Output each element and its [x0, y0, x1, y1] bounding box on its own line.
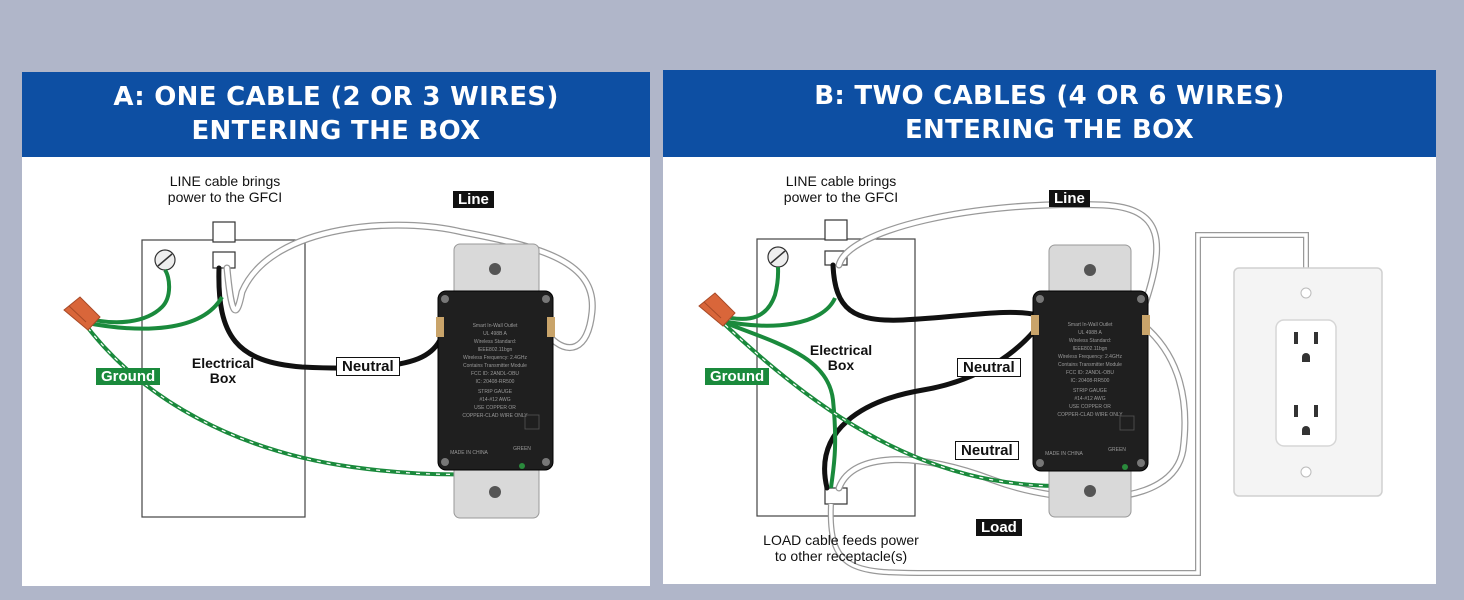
downstream-receptacle — [1233, 267, 1383, 497]
device-label-text: Wireless Standard: — [474, 339, 516, 345]
gfci-body — [437, 290, 554, 471]
panel-one-cable: A: ONE CABLE (2 OR 3 WIRES) ENTERING THE… — [22, 72, 650, 586]
device-label-text: GREEN — [1108, 447, 1126, 453]
cable-entry — [212, 221, 236, 243]
plate-screw-icon — [1300, 287, 1312, 299]
gfci-body — [1032, 290, 1149, 472]
neutral-tag-line: Neutral — [957, 358, 1021, 377]
device-label-text: MADE IN CHINA — [450, 450, 488, 456]
line-wire — [224, 222, 595, 350]
line-cable-entry — [824, 219, 848, 241]
mount-screw-icon — [489, 263, 501, 275]
electrical-box-label: Electrical Box — [183, 356, 263, 386]
line-tag: Line — [1049, 190, 1090, 207]
neutral-wire-line — [830, 262, 1041, 323]
device-label-text: Wireless Frequency: 2.4GHz — [1058, 354, 1122, 360]
panel-a-header: A: ONE CABLE (2 OR 3 WIRES) ENTERING THE… — [22, 72, 650, 157]
ground-terminal-icon — [519, 463, 525, 469]
neutral-tag: Neutral — [336, 357, 400, 376]
box-label-1: Electrical — [191, 355, 255, 371]
neutral-tag-load: Neutral — [955, 441, 1019, 460]
device-label-text: STRIP GAUGE — [478, 389, 513, 395]
panel-b-title-line1: B: TWO CABLES (4 OR 6 WIRES) — [814, 81, 1285, 111]
panel-b-header: B: TWO CABLES (4 OR 6 WIRES) ENTERING TH… — [663, 70, 1436, 157]
line-cable-note: LINE cable brings power to the GFCI — [150, 173, 300, 205]
outlet-bottom-icon — [1294, 405, 1318, 435]
line-cable-note: LINE cable brings power to the GFCI — [766, 173, 916, 205]
device-label-text: Smart In-Wall Outlet — [1068, 322, 1113, 328]
device-label-text: USE COPPER OR — [474, 405, 516, 411]
ground-screw-icon — [154, 249, 176, 271]
gfci-device-a: Smart In-Wall Outlet UL 498B A Wireless … — [436, 243, 555, 519]
device-label-text: IEEE802.11bgn — [478, 347, 513, 353]
device-label-text: COPPER-CLAD WIRE ONLY — [1057, 412, 1123, 418]
device-label-text: UL 498B A — [1078, 330, 1102, 336]
load-cable — [829, 233, 1308, 575]
terminal-screw-icon — [1142, 315, 1150, 335]
device-label-text: Contains Transmitter Module — [1058, 362, 1122, 368]
line-tag: Line — [453, 191, 494, 208]
load-tag: Load — [976, 519, 1022, 536]
load-cable-clamp — [824, 487, 848, 505]
load-cable-note-2: to other receptacle(s) — [774, 548, 908, 564]
receptacle-face — [1275, 319, 1337, 447]
ground-screw-icon — [767, 246, 789, 268]
panel-b-wiring-diagram: Smart In-Wall Outlet UL 498B A Wireless … — [698, 200, 1383, 576]
device-label-text: #14-#12 AWG — [1074, 396, 1105, 402]
device-label-text: IC: 20408-RR500 — [476, 379, 515, 385]
ground-terminal-icon — [1122, 464, 1128, 470]
panel-a-title-line2: ENTERING THE BOX — [191, 116, 481, 146]
cable-clamp — [212, 251, 236, 269]
device-label-text: FCC ID: 2ANDL-OBU — [1066, 370, 1114, 376]
device-label-text: Smart In-Wall Outlet — [473, 323, 518, 329]
device-label-text: Wireless Frequency: 2.4GHz — [463, 355, 527, 361]
device-label-text: IC: 20408-RR500 — [1071, 378, 1110, 384]
panel-a-wiring-diagram: Smart In-Wall Outlet UL 498B A Wireless … — [63, 221, 596, 519]
device-label-text: UL 498B A — [483, 331, 507, 337]
device-label-text: USE COPPER OR — [1069, 404, 1111, 410]
device-label-text: FCC ID: 2ANDL-OBU — [471, 371, 519, 377]
device-label-text: Contains Transmitter Module — [463, 363, 527, 369]
line-cable-note-1: LINE cable brings — [169, 173, 281, 189]
device-label-text: GREEN — [513, 446, 531, 452]
device-label-text: COPPER-CLAD WIRE ONLY — [462, 413, 528, 419]
gfci-device-b: Smart In-Wall Outlet UL 498B A Wireless … — [1031, 244, 1150, 518]
device-label-text: #14-#12 AWG — [479, 397, 510, 403]
wire-nut-icon — [63, 296, 101, 331]
panel-a-title-line1: A: ONE CABLE (2 OR 3 WIRES) — [113, 82, 559, 112]
line-cable-note-2: power to the GFCI — [783, 189, 899, 205]
ground-tag: Ground — [705, 368, 770, 385]
box-label-2: Box — [209, 370, 237, 386]
box-label-1: Electrical — [809, 342, 873, 358]
line-cable-note-1: LINE cable brings — [785, 173, 897, 189]
device-label-text: STRIP GAUGE — [1073, 388, 1108, 394]
device-label-text: IEEE802.11bgn — [1073, 346, 1108, 352]
load-cable-note: LOAD cable feeds power to other receptac… — [750, 532, 932, 564]
panel-b-title-line2: ENTERING THE BOX — [904, 115, 1194, 145]
panel-two-cables: B: TWO CABLES (4 OR 6 WIRES) ENTERING TH… — [663, 70, 1436, 584]
terminal-screw-icon — [1031, 315, 1039, 335]
box-label-2: Box — [827, 357, 855, 373]
mount-screw-icon — [1084, 264, 1096, 276]
outlet-top-icon — [1294, 332, 1318, 362]
wire-nut-icon — [698, 292, 736, 327]
device-label-text: MADE IN CHINA — [1045, 451, 1083, 457]
line-cable-note-2: power to the GFCI — [167, 189, 283, 205]
device-label-text: Wireless Standard: — [1069, 338, 1111, 344]
terminal-screw-icon — [436, 317, 444, 337]
load-cable-note-1: LOAD cable feeds power — [763, 532, 919, 548]
mount-screw-icon — [1084, 485, 1096, 497]
mount-screw-icon — [489, 486, 501, 498]
terminal-screw-icon — [547, 317, 555, 337]
electrical-box-label: Electrical Box — [801, 343, 881, 373]
ground-tag: Ground — [96, 368, 161, 385]
neutral-wire-load — [822, 327, 1038, 491]
plate-screw-icon — [1300, 466, 1312, 478]
